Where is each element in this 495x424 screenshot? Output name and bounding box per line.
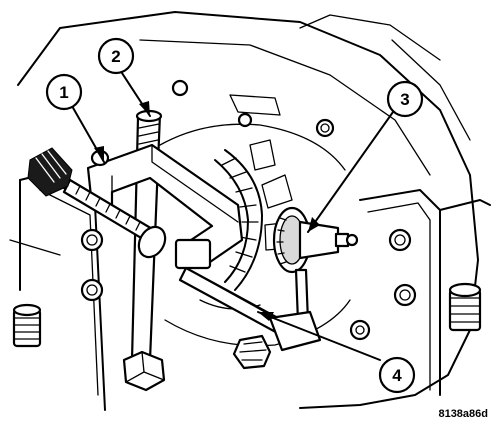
callout-4-label: 4 xyxy=(392,366,402,385)
callout-2-label: 2 xyxy=(111,47,120,66)
callout-2: 2 xyxy=(97,37,135,75)
callout-3-label: 3 xyxy=(400,90,409,109)
indicator-arm xyxy=(178,266,322,370)
leader-arrowheads xyxy=(94,101,320,321)
callout-4: 4 xyxy=(378,356,416,394)
callout-3: 3 xyxy=(386,80,424,118)
callout-1: 1 xyxy=(45,73,83,111)
dial-indicator xyxy=(272,206,359,329)
corner-studs xyxy=(12,282,482,348)
callout-1-label: 1 xyxy=(59,83,68,102)
figure-code: 8138a86d xyxy=(438,408,488,420)
housing-bolts xyxy=(80,79,417,341)
